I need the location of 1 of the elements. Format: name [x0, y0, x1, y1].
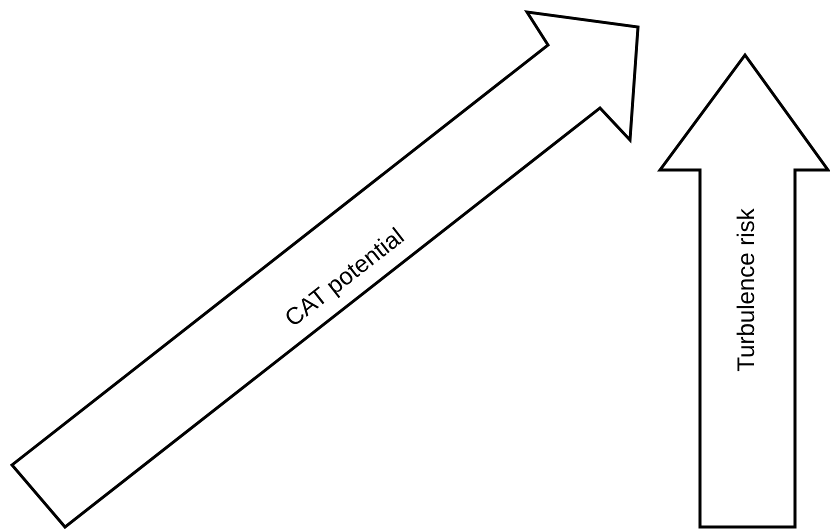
arrow-label: Turbulence risk [735, 208, 759, 372]
